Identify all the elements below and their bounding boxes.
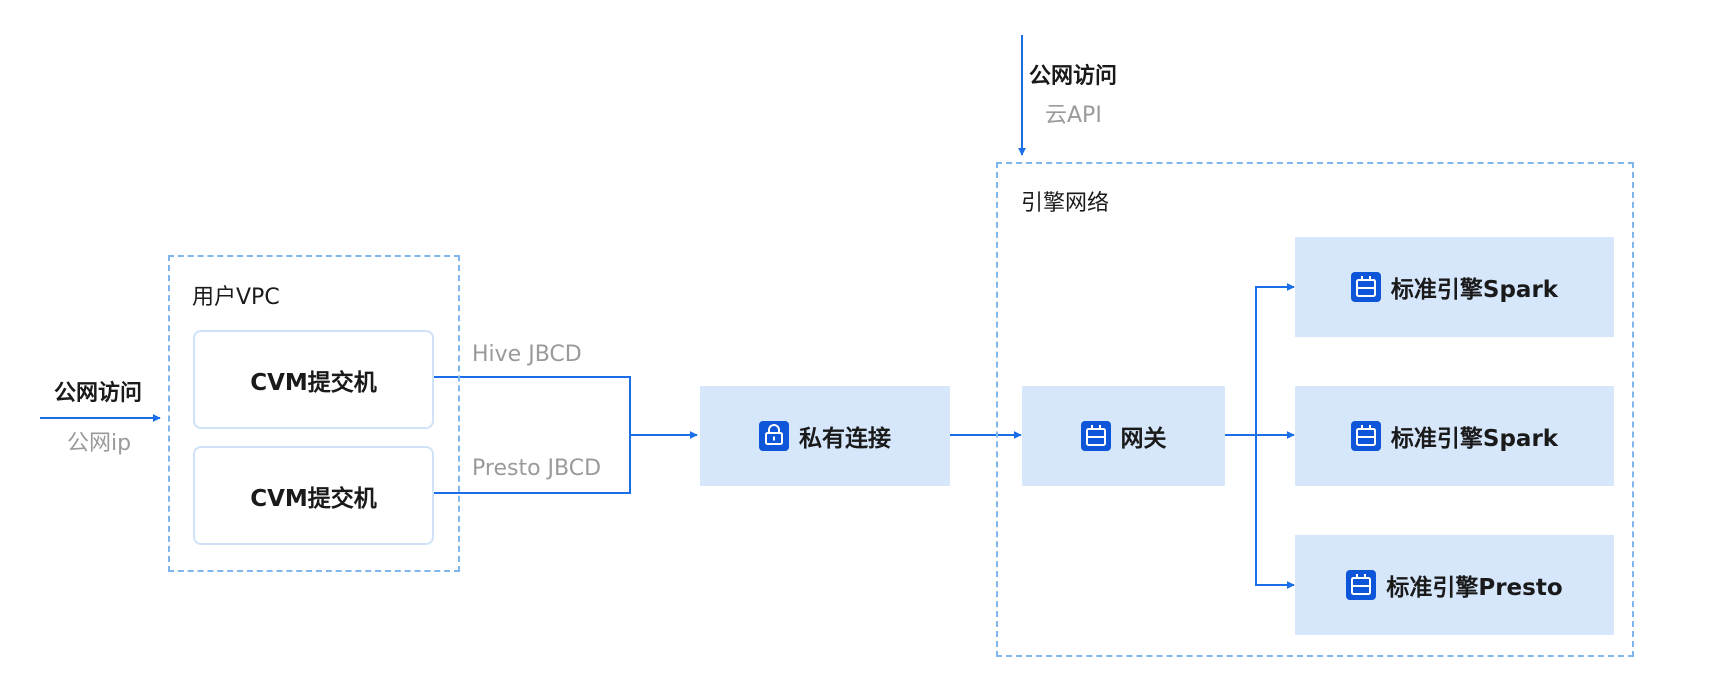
engine-label-presto: 标准引擎Presto xyxy=(1386,575,1563,601)
engine-icon xyxy=(1346,570,1377,600)
lock-icon xyxy=(759,421,789,451)
hive-connection-line xyxy=(433,376,631,435)
public-access-label: 公网访问 xyxy=(54,381,143,406)
public-ip-label: 公网ip xyxy=(67,431,132,456)
engine-network-title: 引擎网络 xyxy=(1021,191,1110,216)
engine-node-spark-1[interactable]: 标准引擎Spark xyxy=(1295,237,1614,337)
private-link-label: 私有连接 xyxy=(799,426,891,452)
presto-connection-line xyxy=(433,435,631,494)
cvm-submitter-2[interactable]: CVM提交机 xyxy=(193,446,434,545)
cloud-api-label: 云API xyxy=(1045,103,1102,128)
cvm-submitter-2-label: CVM提交机 xyxy=(250,485,377,512)
engine-node-spark-2[interactable]: 标准引擎Spark xyxy=(1295,386,1614,486)
gateway-node[interactable]: 网关 xyxy=(1022,386,1225,486)
engine-label-spark-1: 标准引擎Spark xyxy=(1390,277,1559,303)
engine-node-presto[interactable]: 标准引擎Presto xyxy=(1295,535,1614,635)
gateway-to-engine-top-arrow xyxy=(1255,283,1295,435)
engine-icon xyxy=(1350,272,1381,302)
private-link-node[interactable]: 私有连接 xyxy=(700,386,950,486)
cvm-submitter-1[interactable]: CVM提交机 xyxy=(193,330,434,429)
gateway-label: 网关 xyxy=(1120,426,1167,452)
top-public-access-label: 公网访问 xyxy=(1029,64,1118,89)
engine-network-region xyxy=(996,162,1634,657)
hive-connection-label: Hive JBCD xyxy=(472,342,582,367)
user-vpc-region xyxy=(168,255,460,572)
engine-icon xyxy=(1350,421,1381,451)
engine-label-spark-2: 标准引擎Spark xyxy=(1390,426,1559,452)
gateway-to-engine-bottom-arrow xyxy=(1255,435,1295,589)
user-vpc-title: 用户VPC xyxy=(192,285,280,310)
presto-connection-label: Presto JBCD xyxy=(472,456,602,481)
gateway-icon xyxy=(1080,421,1111,451)
cvm-submitter-1-label: CVM提交机 xyxy=(250,369,377,396)
